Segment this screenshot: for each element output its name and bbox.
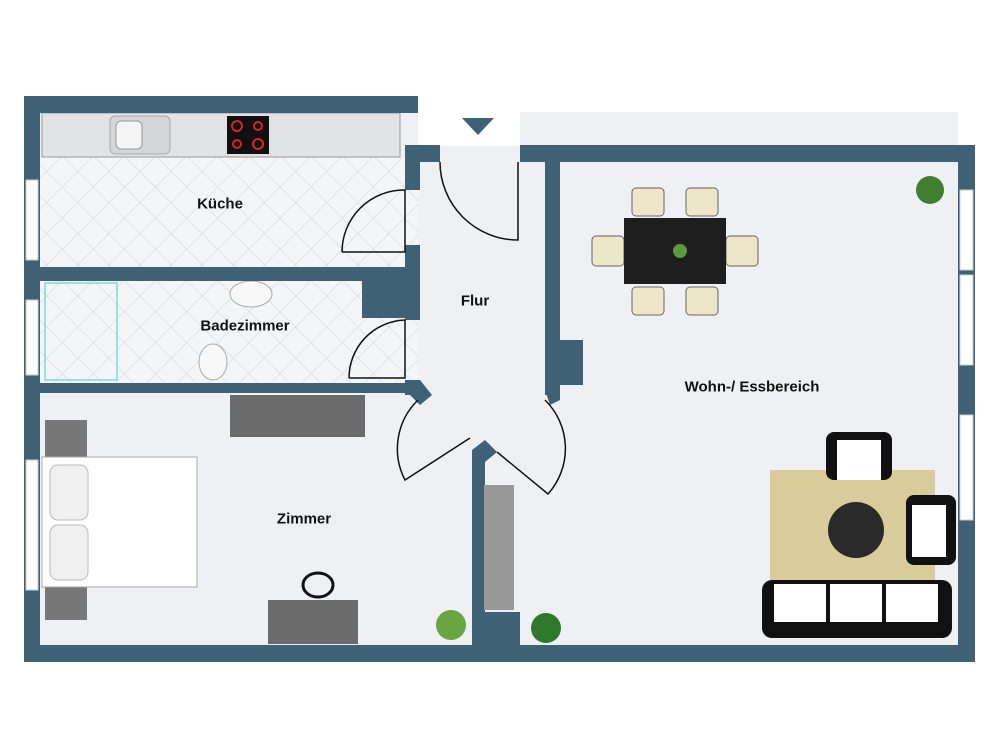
coffee-table bbox=[828, 502, 884, 558]
kitchen-floor bbox=[40, 157, 418, 267]
plant-icon bbox=[531, 613, 561, 643]
wardrobe bbox=[484, 485, 514, 610]
shower bbox=[44, 282, 118, 381]
washbasin-icon bbox=[229, 280, 273, 308]
desk bbox=[268, 600, 358, 644]
toilet-icon bbox=[198, 343, 228, 381]
entrance-arrow-icon[interactable] bbox=[462, 118, 494, 135]
bed bbox=[41, 420, 198, 620]
doors bbox=[341, 161, 567, 496]
kitchen-counter bbox=[41, 112, 401, 158]
room-label-hallway: Flur bbox=[460, 292, 490, 310]
room-label-living: Wohn-/ Essbereich bbox=[684, 378, 820, 396]
plant-icon bbox=[916, 176, 944, 204]
windows bbox=[25, 179, 974, 591]
walls bbox=[24, 96, 975, 662]
sofa bbox=[762, 580, 952, 638]
room-label-bedroom: Zimmer bbox=[276, 510, 332, 528]
sideboard bbox=[230, 395, 365, 437]
room-label-bathroom: Badezimmer bbox=[200, 317, 290, 335]
bathroom-floor bbox=[40, 281, 418, 383]
dining-table bbox=[591, 187, 759, 316]
plant-icon bbox=[436, 610, 466, 640]
desk-chair bbox=[301, 571, 335, 599]
armchair bbox=[826, 432, 956, 565]
room-label-kitchen: Küche bbox=[197, 195, 243, 213]
